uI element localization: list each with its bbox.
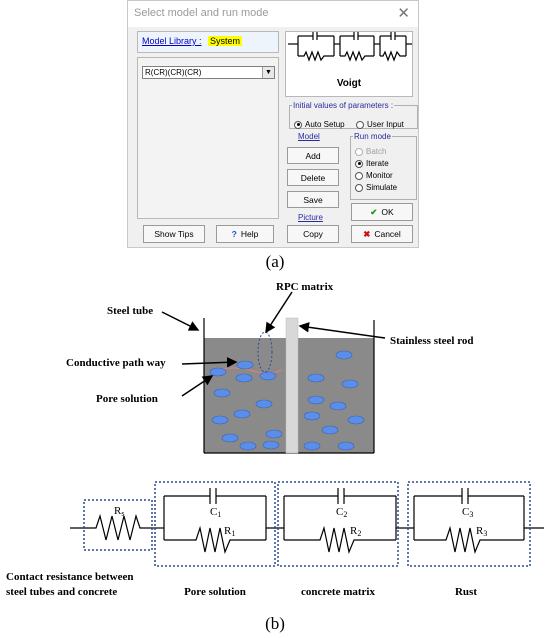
picture-link[interactable]: Picture [298,213,323,222]
chevron-down-icon[interactable]: ▼ [262,67,274,78]
r1-label: R1 [224,525,235,538]
radio-unchecked-icon [355,171,363,180]
equivalent-circuit [70,488,544,555]
simulate-radio[interactable]: Simulate [355,183,397,192]
select-model-dialog: Select model and run mode ✕ Model Librar… [127,0,419,248]
ok-label: OK [381,207,394,217]
title-bar: Select model and run mode ✕ [128,1,418,27]
initial-values-legend: Initial values of parameters : [293,101,394,110]
batch-label: Batch [366,147,387,156]
save-button[interactable]: Save [287,191,339,208]
circuit-name: Voigt [336,78,362,89]
label-rpc-matrix: RPC matrix [276,281,334,293]
ok-button[interactable]: ✔ OK [351,203,413,221]
run-mode-group: Run mode Batch Iterate Monitor Simulate [350,132,417,200]
radio-unchecked-icon [355,183,363,192]
label-steel-tube: Steel tube [107,305,153,317]
run-mode-legend: Run mode [354,132,391,141]
pore-solution-label: Pore solution [184,586,246,598]
label-pore-solution: Pore solution [96,393,158,405]
model-library-link[interactable]: Model Library : [142,36,202,46]
initial-values-group: Initial values of parameters : Auto Setu… [289,101,418,129]
circuit-preview: Voigt [285,31,413,97]
radio-checked-icon [294,120,302,129]
label-conductive-path: Conductive path way [66,357,166,369]
monitor-radio[interactable]: Monitor [355,171,393,180]
rs-label: Rs [114,505,124,518]
batch-radio[interactable]: Batch [355,147,386,156]
auto-setup-label: Auto Setup [305,120,345,129]
rust-label: Rust [455,586,477,598]
model-library-box: Model Library : System [137,31,279,53]
help-label: Help [240,229,259,239]
radio-disabled-icon [355,147,363,156]
r3-label: R3 [476,525,487,538]
model-code-select[interactable]: R(CR)(CR)(CR) ▼ [142,66,275,79]
copy-button[interactable]: Copy [287,225,339,243]
rpc-highlight [257,331,273,373]
x-icon: ✖ [363,228,371,239]
model-code-value: R(CR)(CR)(CR) [145,68,202,77]
voigt-circuit-icon [288,32,412,62]
pores [209,350,365,451]
check-icon: ✔ [370,206,378,217]
caption-a: (a) [265,252,285,271]
caption-b: (b) [265,614,285,633]
model-library-value: System [208,36,243,46]
question-icon: ? [231,229,237,239]
user-input-label: User Input [367,120,404,129]
add-button[interactable]: Add [287,147,339,164]
dialog-title: Select model and run mode [134,7,269,19]
circuit-boxes [83,481,531,567]
auto-setup-radio[interactable]: Auto Setup [294,120,345,129]
stainless-rod [285,317,299,454]
r2-label: R2 [350,525,361,538]
c2-label: C2 [336,506,347,519]
simulate-label: Simulate [366,183,398,192]
iterate-label: Iterate [366,159,389,168]
cancel-button[interactable]: ✖ Cancel [351,225,413,243]
figure-b: Steel tube RPC matrix Stainless steel ro… [6,281,544,598]
c1-label: C1 [210,506,221,519]
delete-button[interactable]: Delete [287,169,339,186]
cancel-label: Cancel [374,229,401,239]
monitor-label: Monitor [366,171,393,180]
user-input-radio[interactable]: User Input [356,120,404,129]
help-button[interactable]: ? Help [216,225,274,243]
label-stainless-rod: Stainless steel rod [390,335,474,347]
model-list-panel: R(CR)(CR)(CR) ▼ [137,57,279,219]
contact-resistance-label-1: Contact resistance between [6,571,134,583]
radio-checked-icon [355,159,363,168]
close-icon[interactable]: ✕ [397,5,410,22]
model-link[interactable]: Model [298,132,320,141]
concrete-matrix-label: concrete matrix [301,586,376,598]
show-tips-button[interactable]: Show Tips [143,225,205,243]
c3-label: C3 [462,506,473,519]
iterate-radio[interactable]: Iterate [355,159,389,168]
radio-unchecked-icon [356,120,364,129]
contact-resistance-label-2: steel tubes and concrete [6,586,117,598]
